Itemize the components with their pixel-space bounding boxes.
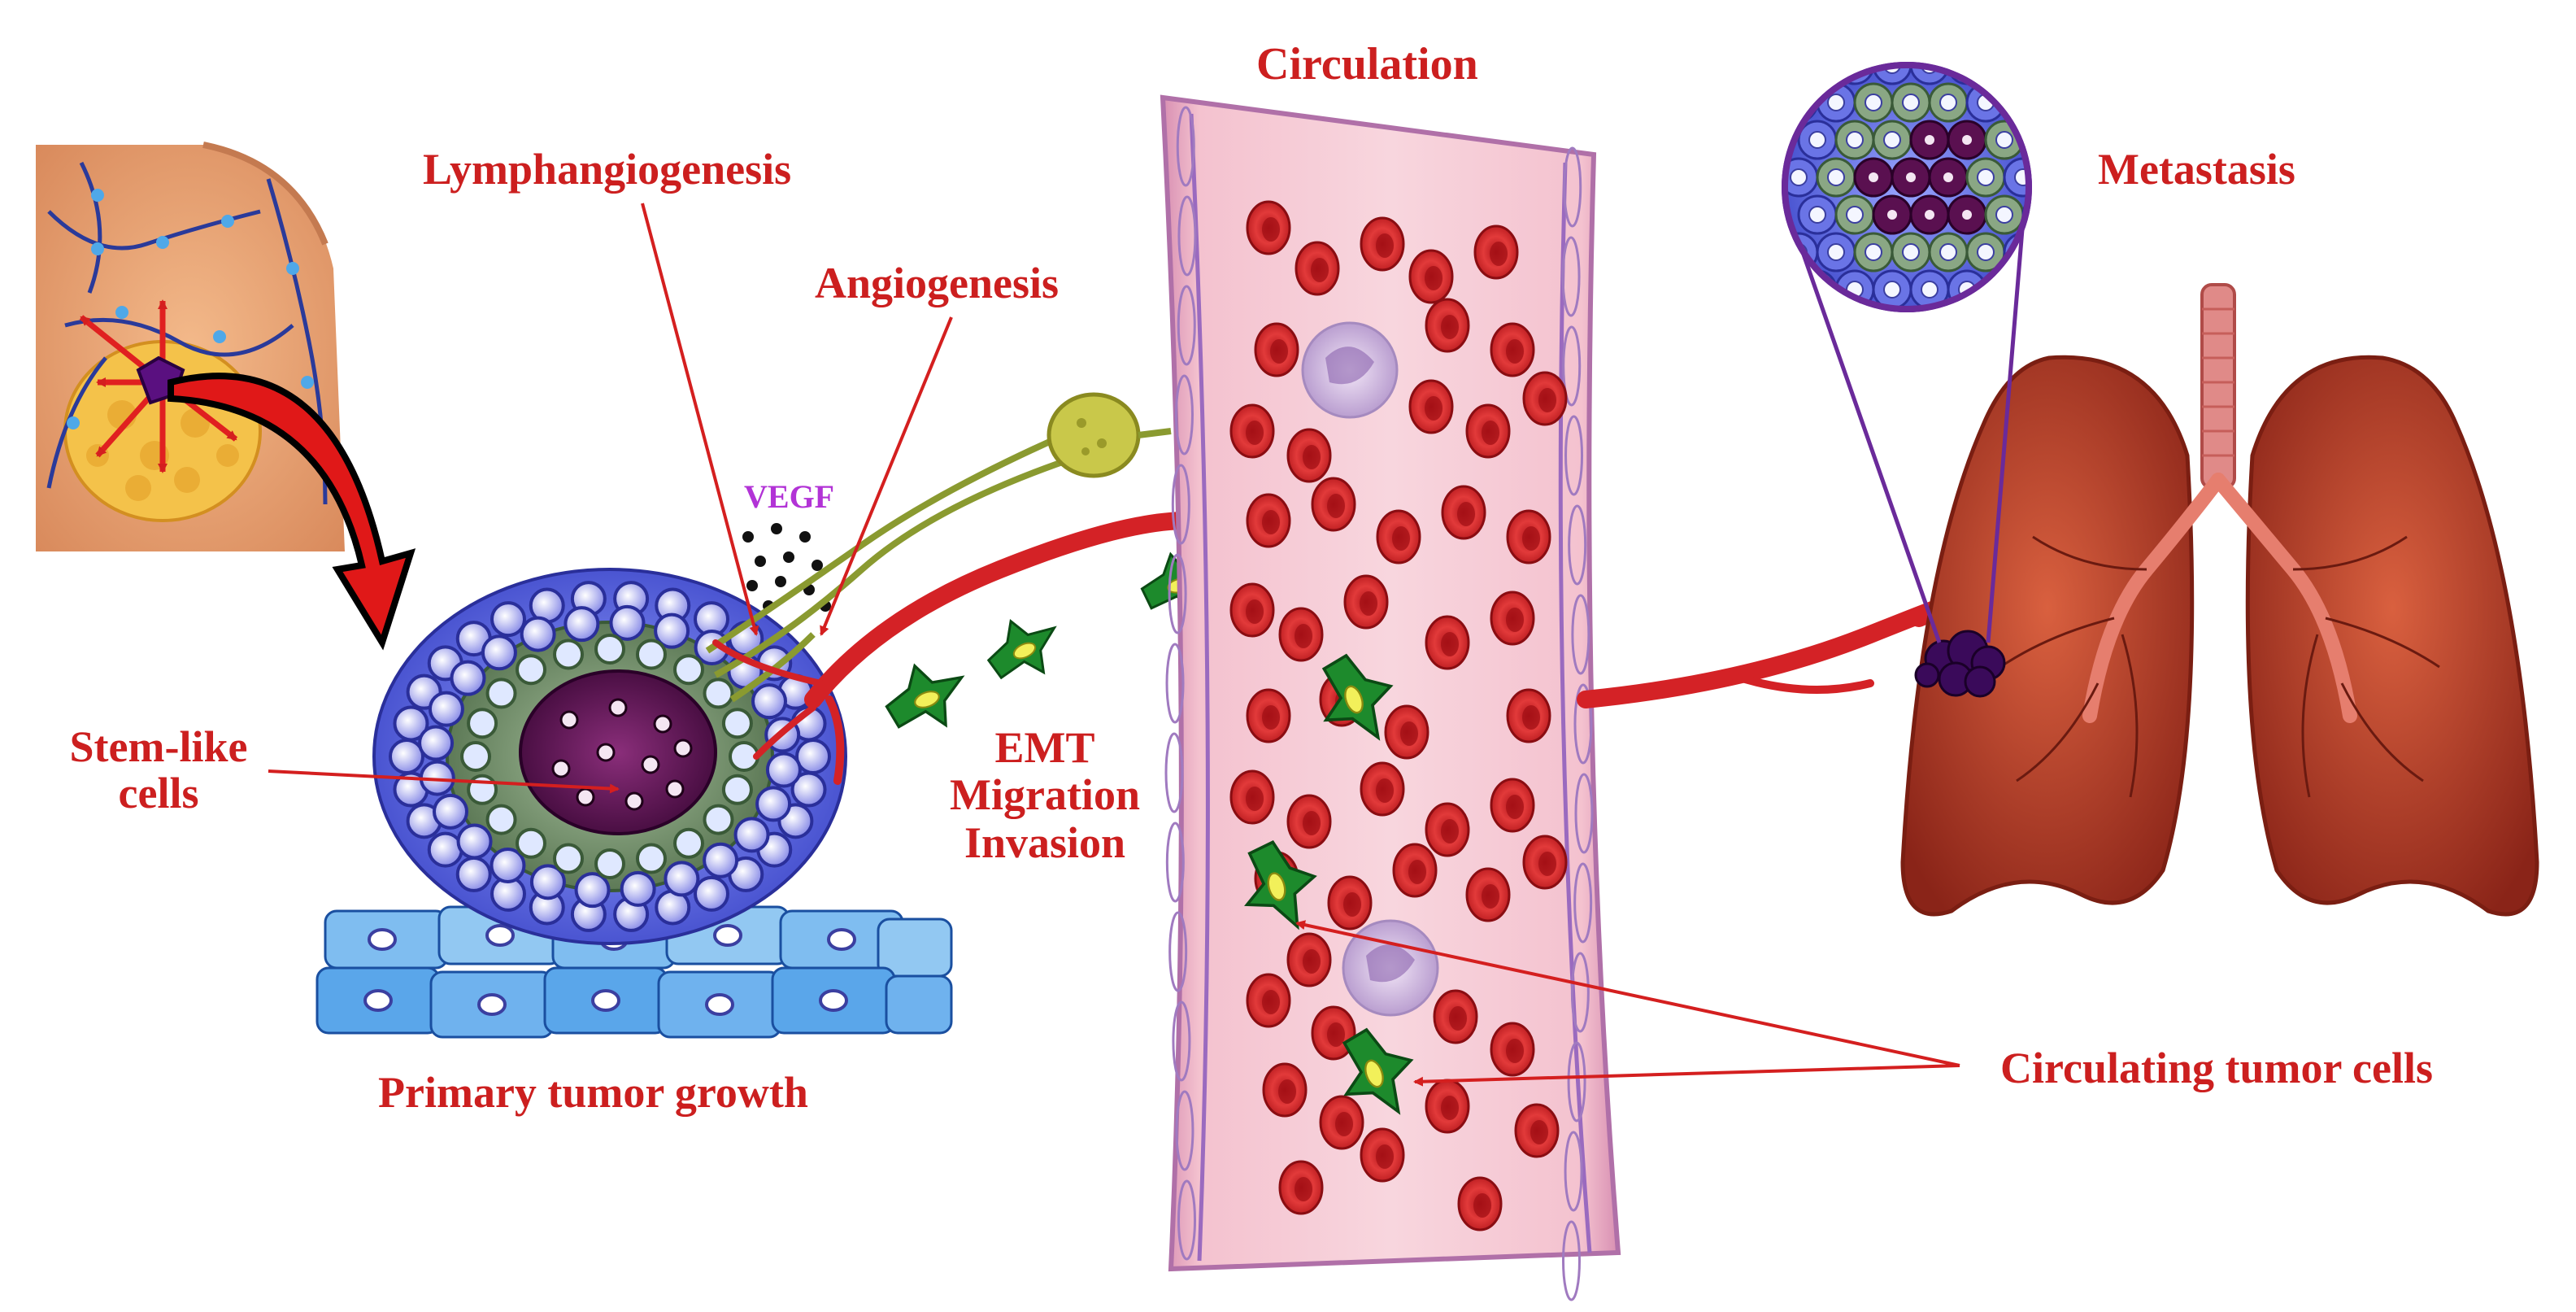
label-lymphangiogenesis: Lymphangiogenesis (423, 145, 792, 194)
tumor-cell-outer (520, 616, 556, 652)
lymphatic-vessels (705, 428, 1083, 703)
tumor-cell-mid (516, 654, 547, 686)
tumor-cell-outer (433, 793, 469, 830)
primary-tumor-illustration (315, 568, 953, 1039)
tumor-cell-outer (455, 856, 492, 892)
tumor-cell (1244, 840, 1317, 931)
stem-like-cell (551, 759, 571, 778)
tumor-cell-outer (654, 612, 690, 649)
breast-anatomy-icon (36, 142, 345, 551)
label-pointers (268, 203, 1960, 1087)
stem-like-cell (624, 791, 644, 811)
circulating-tumor-cells (1244, 653, 1414, 1115)
lung-blood-vessel (1577, 596, 1956, 708)
tumor-blood-vessel (712, 512, 1196, 785)
tumor-cell-outer (733, 817, 770, 853)
tumor-cell-outer (389, 739, 424, 774)
label-migration: Migration (950, 770, 1140, 820)
label-stem-like-line2: cells (118, 768, 199, 817)
tumor-cell-mid (672, 827, 704, 859)
tumor-cell-mid (516, 827, 547, 859)
tumor-cell-mid (467, 708, 498, 739)
spread-arrow (168, 373, 416, 651)
tumor-cell-mid (594, 634, 625, 665)
tumor-cell-mid (703, 678, 734, 709)
stem-like-cell (673, 739, 693, 758)
tumor-cell (1321, 653, 1394, 741)
tumor-cell-outer (574, 872, 611, 909)
stem-like-cell (576, 787, 595, 807)
label-circulating-tumor-cells: Circulating tumor cells (2000, 1044, 2433, 1092)
tumor-cell-outer (450, 660, 486, 696)
tumor-cell-outer (427, 831, 463, 868)
label-circulation: Circulation (1256, 39, 1478, 89)
stem-like-cell (559, 710, 579, 730)
tumor-cell (986, 618, 1057, 680)
label-stem-like-cells: Stem-like cells (45, 724, 272, 816)
tumor-cell-outer (418, 725, 455, 761)
stem-like-cell (641, 755, 660, 774)
stem-like-cell (665, 779, 685, 799)
label-stem-like-line1: Stem-like (69, 722, 248, 771)
label-metastasis: Metastasis (2098, 145, 2295, 194)
lungs-icon (1900, 283, 2539, 917)
tumor-cell-mid (635, 843, 667, 874)
tumor-cell-mid (553, 639, 585, 670)
tumor-cell-mid (703, 804, 734, 835)
tumor-cell-mid (594, 848, 625, 879)
tumor-cell-mid (485, 678, 517, 709)
stem-like-cell (596, 743, 616, 762)
tumor-cell-outer (428, 691, 464, 727)
tumor-cell-mid (721, 774, 753, 805)
lymph-node-icon (1046, 392, 1172, 478)
tumor-cell-outer (393, 705, 429, 742)
tumor-cell-mid (721, 708, 753, 739)
label-emt-migration-invasion: EMT Migration Invasion (923, 724, 1167, 866)
tumor-cell-outer (694, 875, 729, 912)
tumor-cell-mid (635, 639, 667, 670)
tumor-cell-outer (456, 823, 493, 860)
tumor-cell-outer (751, 683, 787, 720)
tumor-cell-outer (795, 739, 831, 774)
tumor-cell-outer (620, 870, 656, 907)
white-blood-cells (1301, 321, 1439, 1017)
label-angiogenesis: Angiogenesis (815, 259, 1060, 307)
tumor-cell-outer (564, 606, 600, 643)
tumor-cell-outer (490, 601, 526, 638)
tumor-cell-outer (664, 861, 700, 897)
tumor-cell-outer (609, 604, 646, 641)
tumor-cell-outer (765, 752, 802, 788)
tumor-cell-mid (485, 804, 517, 835)
tumor-cell (1342, 1027, 1414, 1115)
tumor-cell-outer (755, 786, 792, 822)
label-invasion: Invasion (964, 817, 1126, 867)
tumor-cell-outer (481, 634, 517, 671)
label-vegf: VEGF (744, 478, 835, 515)
tumor-cell (885, 663, 965, 729)
stem-like-cell (653, 714, 672, 734)
tumor-cell-outer (529, 864, 566, 900)
tumor-cell-mid (460, 741, 491, 772)
tumor-cell-outer (790, 771, 827, 808)
tumor-cell-mid (672, 654, 704, 686)
tumor-cell-outer (703, 842, 739, 878)
tumor-cell-mid (553, 843, 585, 874)
tumor-cell-outer (490, 847, 526, 883)
label-primary-tumor-growth: Primary tumor growth (378, 1068, 808, 1117)
label-emt: EMT (994, 723, 1095, 772)
stem-like-cell (608, 698, 628, 717)
